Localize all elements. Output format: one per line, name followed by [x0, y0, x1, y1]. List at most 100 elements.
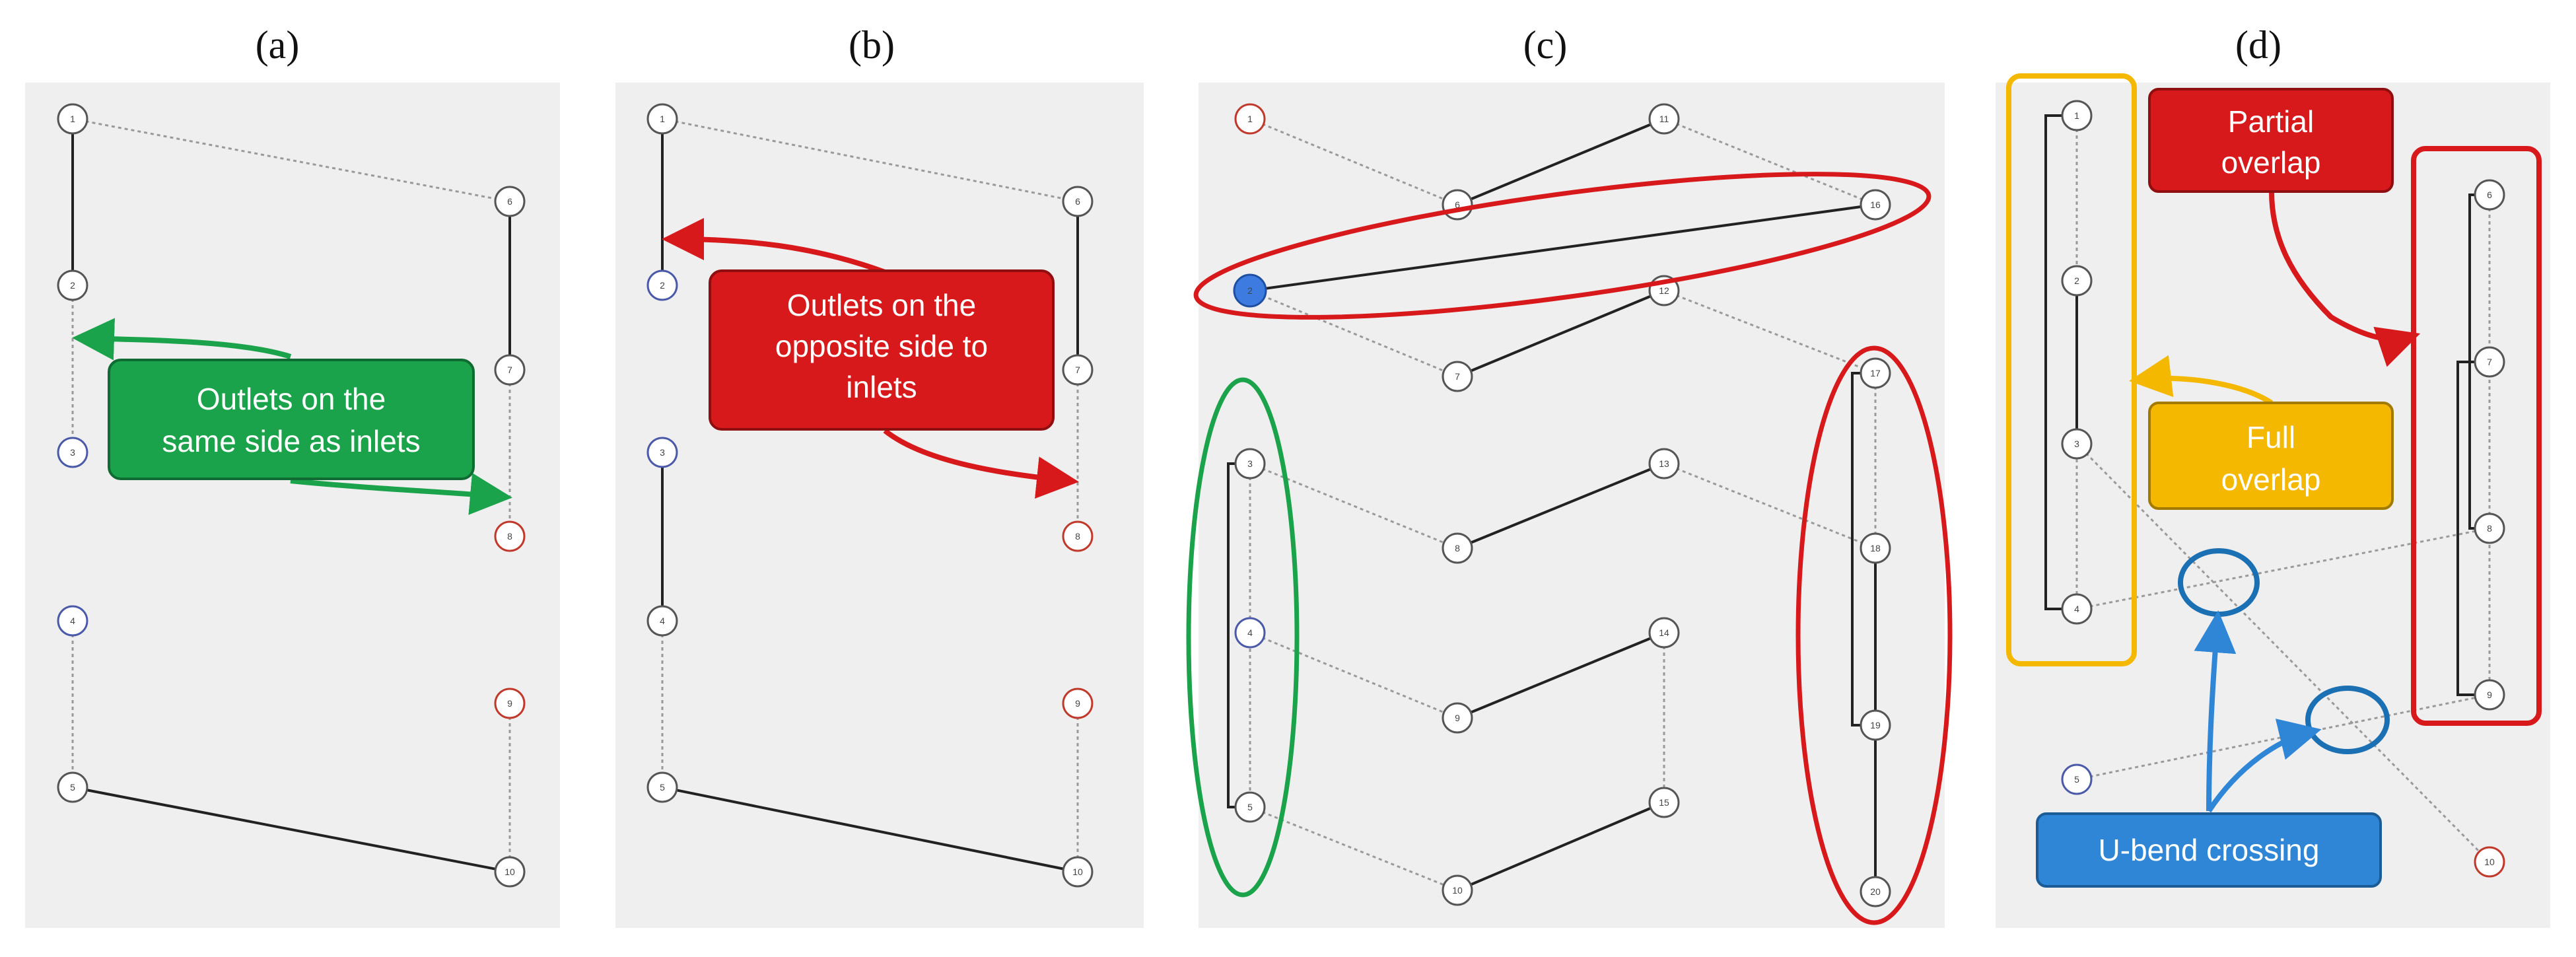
node-b-6: 6	[1062, 186, 1094, 217]
edge-a-5-10	[72, 786, 510, 873]
svg-text:8: 8	[507, 531, 512, 542]
svg-text:17: 17	[1870, 368, 1881, 378]
node-c-7: 7	[1442, 361, 1473, 392]
svg-text:same side as inlets: same side as inlets	[162, 424, 420, 458]
svg-text:overlap: overlap	[2221, 462, 2321, 497]
node-c-13: 13	[1648, 448, 1680, 479]
node-d-3: 3	[2061, 428, 2093, 460]
svg-text:inlets: inlets	[846, 370, 917, 404]
node-b-4: 4	[646, 605, 678, 637]
node-c-1: 1	[1234, 103, 1266, 135]
node-a-8: 8	[494, 520, 526, 552]
svg-text:18: 18	[1870, 543, 1881, 553]
edge-c-10-15	[1457, 801, 1665, 892]
svg-text:7: 7	[1075, 365, 1080, 375]
node-a-9: 9	[494, 688, 526, 719]
svg-text:2: 2	[70, 280, 75, 291]
panel-b-label: (b)	[849, 23, 895, 67]
node-b-9: 9	[1062, 688, 1094, 719]
svg-text:2: 2	[660, 280, 665, 291]
edge-d-7-9-bracket	[2456, 361, 2489, 696]
node-c-5: 5	[1234, 791, 1266, 823]
node-d-10: 10	[2474, 846, 2505, 878]
node-d-2: 2	[2061, 265, 2093, 297]
node-c-16: 16	[1860, 189, 1891, 221]
svg-text:Partial: Partial	[2228, 104, 2314, 139]
panel-c-background	[1199, 83, 1945, 928]
node-b-5: 5	[646, 771, 678, 803]
edge-c-2-7	[1249, 289, 1458, 378]
svg-text:20: 20	[1870, 886, 1881, 897]
svg-text:1: 1	[70, 114, 75, 124]
edge-c-9-14	[1457, 631, 1665, 719]
arrow-a-to-outlets	[290, 472, 512, 515]
panel-c: (c) 1 2 3 4 5 6 7 8 9 10 11	[1186, 23, 1953, 928]
node-d-6: 6	[2474, 179, 2505, 211]
svg-text:4: 4	[70, 616, 75, 626]
svg-text:8: 8	[2487, 523, 2492, 534]
panel-c-label: (c)	[1523, 23, 1568, 67]
node-a-6: 6	[494, 186, 526, 217]
node-b-10: 10	[1062, 856, 1094, 888]
edge-c-12-17	[1663, 289, 1876, 374]
svg-text:4: 4	[1247, 627, 1253, 638]
svg-text:5: 5	[2074, 774, 2079, 785]
svg-text:Outlets on the: Outlets on the	[787, 288, 976, 322]
svg-text:7: 7	[1455, 371, 1460, 382]
edge-c-3-8	[1249, 462, 1458, 549]
node-c-10: 10	[1442, 874, 1473, 906]
edge-c-1-6	[1249, 118, 1458, 206]
svg-text:7: 7	[507, 365, 512, 375]
svg-text:3: 3	[1247, 458, 1253, 469]
panel-b: (b) 1 2 3 4 5 6 7 8 9 10 Outlets on the …	[615, 23, 1144, 928]
svg-text:13: 13	[1659, 458, 1669, 469]
node-b-1: 1	[646, 103, 678, 135]
node-c-9: 9	[1442, 702, 1473, 734]
arrow-b-to-inlets	[662, 218, 886, 275]
node-c-4: 4	[1234, 617, 1266, 649]
svg-text:15: 15	[1659, 797, 1669, 808]
svg-text:9: 9	[1455, 713, 1460, 723]
node-b-7: 7	[1062, 354, 1094, 386]
edge-c-2-16	[1249, 203, 1876, 292]
svg-text:overlap: overlap	[2221, 145, 2321, 180]
svg-text:5: 5	[1247, 802, 1253, 812]
panel-a-label: (a)	[256, 23, 300, 67]
edge-c-4-9	[1249, 631, 1458, 719]
highlight-ellipse-c-right	[1795, 345, 1953, 925]
node-c-19: 19	[1860, 709, 1891, 741]
edge-d-4-8	[2076, 527, 2490, 610]
svg-text:Full: Full	[2246, 420, 2295, 454]
svg-text:2: 2	[2074, 275, 2079, 286]
node-c-14: 14	[1648, 617, 1680, 649]
svg-text:19: 19	[1870, 720, 1881, 730]
svg-text:2: 2	[1247, 285, 1253, 296]
highlight-box-d-partial	[2411, 146, 2542, 726]
node-a-5: 5	[57, 771, 88, 803]
svg-text:3: 3	[70, 447, 75, 458]
svg-text:6: 6	[1075, 196, 1080, 207]
node-a-2: 2	[57, 269, 88, 301]
node-d-4: 4	[2061, 593, 2093, 625]
svg-text:11: 11	[1659, 114, 1669, 124]
arrow-d-ubend-2	[2206, 719, 2322, 813]
svg-text:10: 10	[1452, 885, 1463, 896]
edge-c-6-11	[1457, 118, 1665, 206]
arrow-b-to-outlets	[883, 428, 1079, 499]
node-c-8: 8	[1442, 532, 1473, 564]
node-b-2: 2	[646, 269, 678, 301]
node-a-7: 7	[494, 354, 526, 386]
node-c-2: 2	[1233, 273, 1267, 308]
svg-text:6: 6	[507, 196, 512, 207]
node-c-11: 11	[1648, 103, 1680, 135]
node-a-1: 1	[57, 103, 88, 135]
arrow-a-to-inlets	[72, 318, 292, 361]
node-d-1: 1	[2061, 100, 2093, 131]
node-b-3: 3	[646, 437, 678, 468]
callout-d-full: Full overlap	[2148, 402, 2394, 510]
edge-c-5-10	[1249, 806, 1458, 892]
panel-d-label: (d)	[2235, 23, 2281, 67]
svg-text:5: 5	[660, 782, 665, 793]
callout-d-partial: Partial overlap	[2148, 88, 2394, 193]
